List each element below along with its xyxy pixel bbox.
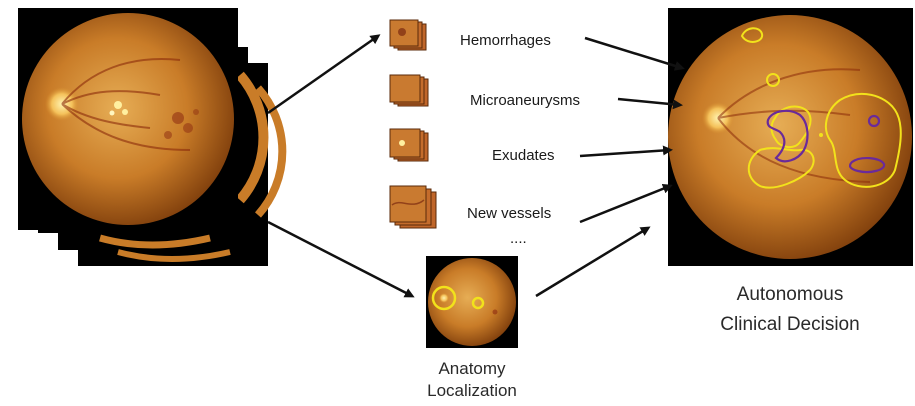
arrow-exudates-to-output — [580, 150, 670, 156]
exudates-label: Exudates — [492, 147, 555, 164]
anatomy-localization-image — [426, 256, 518, 348]
anatomy-caption-line1: Anatomy — [438, 359, 506, 378]
arrow-input-to-patches — [268, 36, 378, 113]
microaneurysms-label: Microaneurysms — [470, 92, 580, 109]
arrow-new-vessels-to-output — [580, 186, 670, 222]
microaneurysm-patch-stack — [390, 75, 428, 106]
output-annotated-image — [668, 8, 913, 266]
new-vessel-patch-stack — [390, 186, 436, 228]
arrow-hemorrhages-to-output — [585, 38, 682, 68]
exudate-patch-stack — [390, 129, 428, 161]
new-vessels-label: New vessels — [467, 205, 551, 222]
ellipsis-label: .... — [510, 230, 527, 247]
anatomy-caption-line2: Localization — [427, 381, 517, 400]
input-image-stack — [18, 8, 282, 266]
decision-caption-line2: Clinical Decision — [720, 314, 859, 335]
arrow-anatomy-to-output — [536, 228, 648, 296]
arrow-input-to-anatomy — [268, 222, 412, 296]
decision-caption-line1: Autonomous — [737, 284, 844, 305]
hemorrhages-label: Hemorrhages — [460, 32, 551, 49]
input-fundus-image — [22, 13, 234, 225]
hemorrhage-patch-stack — [390, 20, 426, 50]
